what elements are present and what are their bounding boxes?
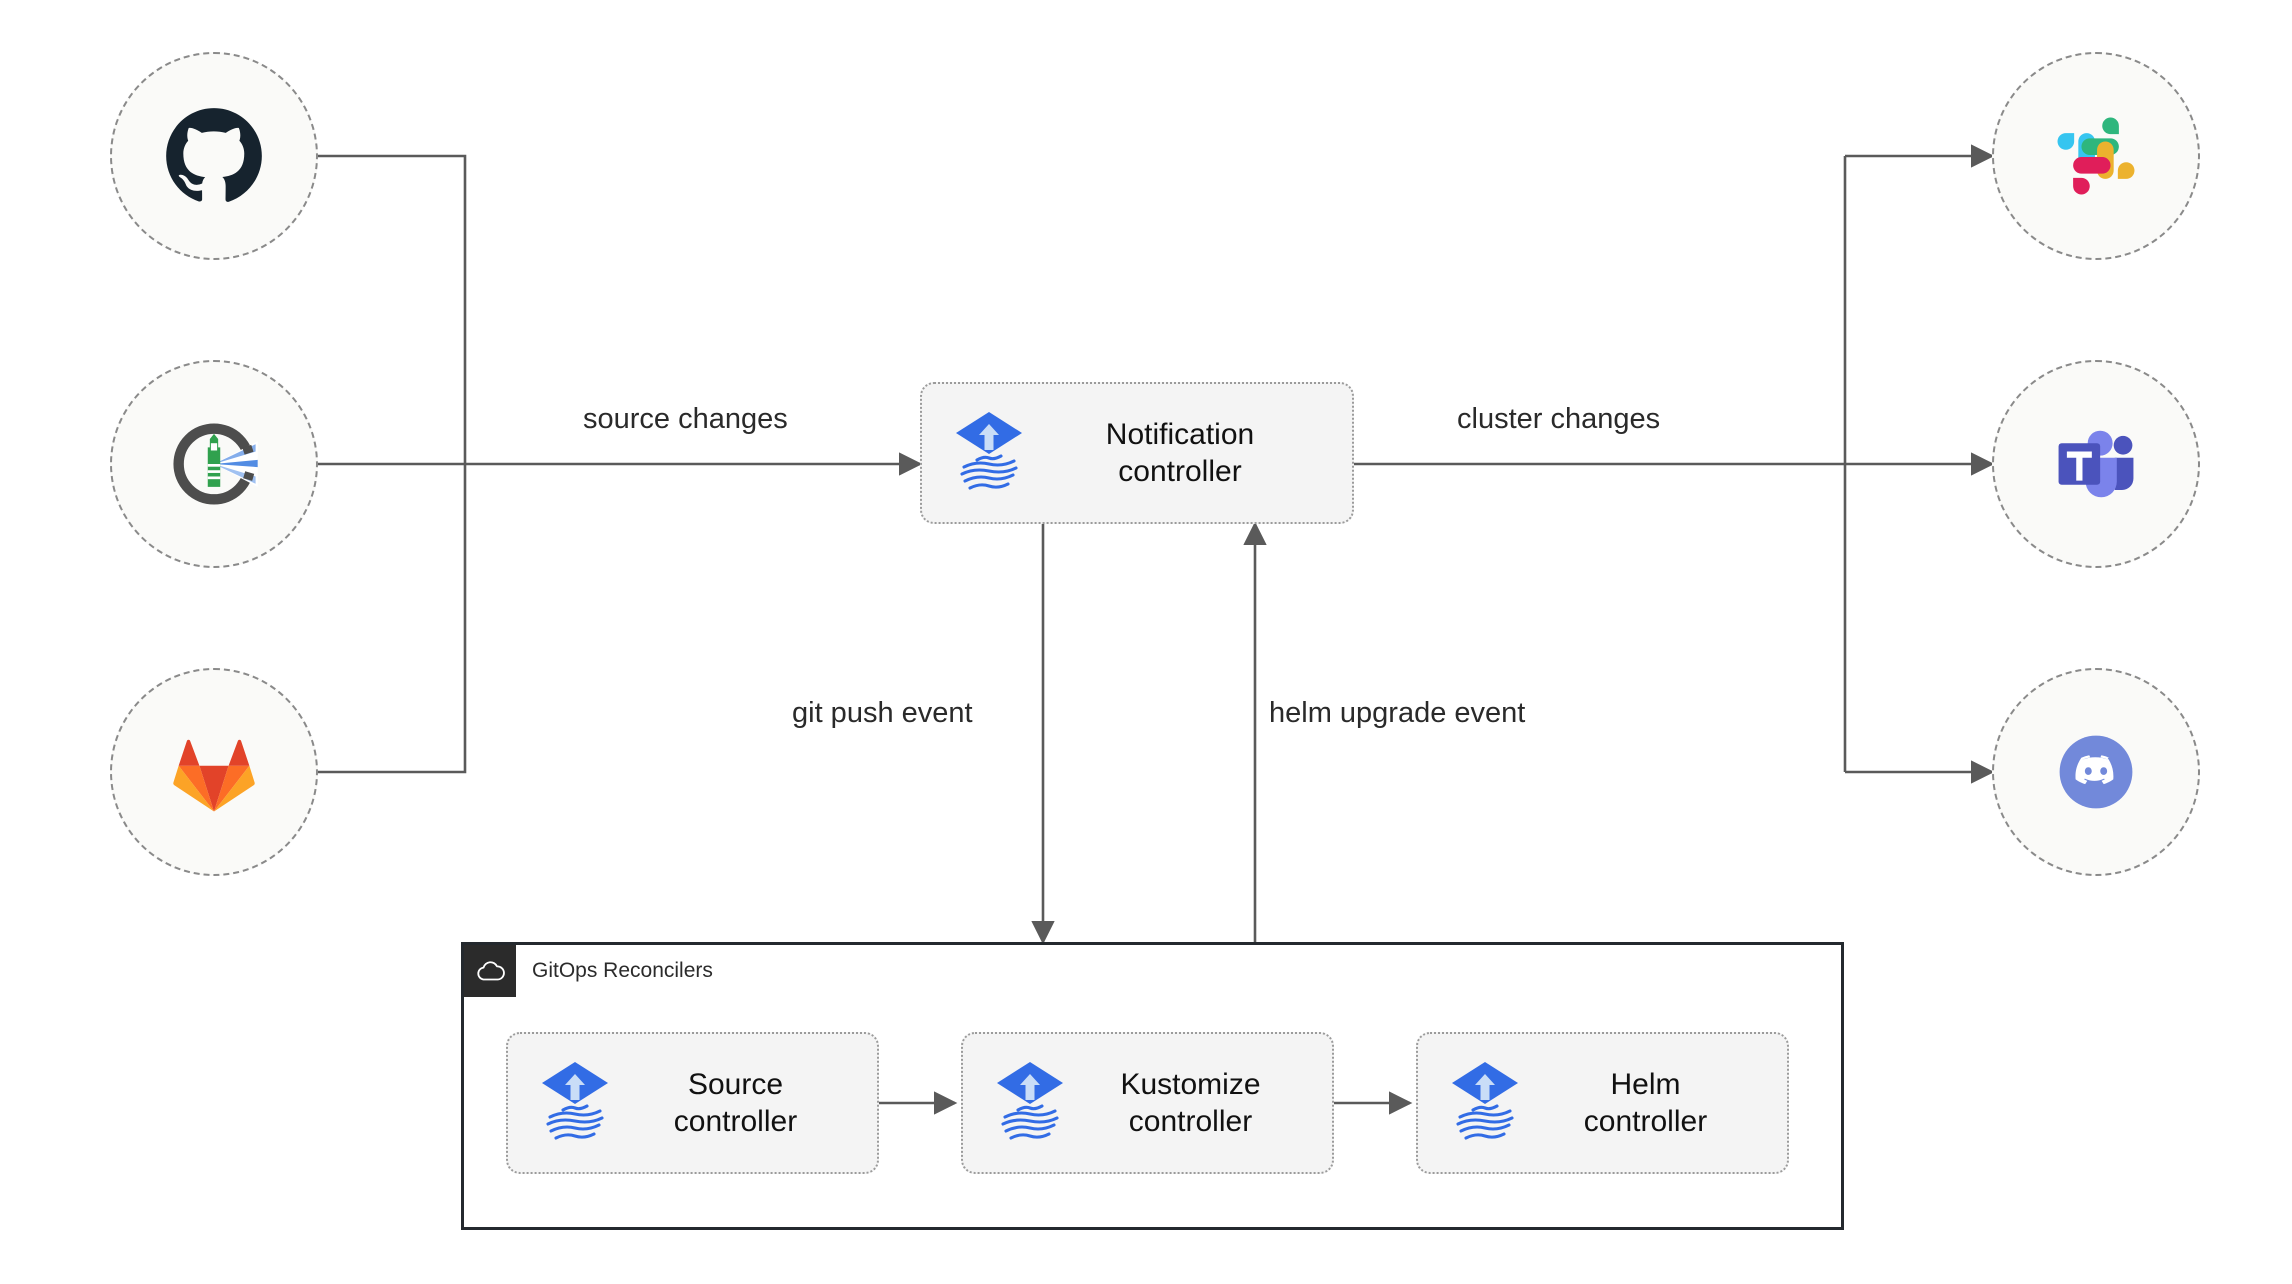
target-node-slack[interactable] [1992, 52, 2200, 260]
source-node-github[interactable] [110, 52, 318, 260]
cloud-icon [477, 961, 505, 981]
gitops-reconcilers-container[interactable]: GitOps Reconcilers [461, 942, 1844, 1230]
kustomize-controller-label: Kustomize controller [1120, 1067, 1261, 1139]
discord-icon [2059, 735, 2133, 809]
edge-label-git-push-event: git push event [784, 697, 981, 730]
target-node-teams[interactable] [1992, 360, 2200, 568]
notification-controller-box[interactable]: Notification controller [920, 382, 1354, 524]
source-node-flux[interactable] [110, 360, 318, 568]
flux-logo-icon [997, 1062, 1063, 1140]
edge-label-source-changes: source changes [575, 403, 796, 436]
notification-controller-label: Notification controller [1105, 417, 1255, 489]
source-controller-box[interactable]: Source controller [506, 1032, 879, 1174]
slack-icon [2057, 117, 2135, 195]
edge-label-cluster-changes: cluster changes [1449, 403, 1669, 436]
flux-lighthouse-icon [173, 423, 258, 505]
gitops-reconcilers-title: GitOps Reconcilers [532, 959, 713, 982]
source-node-gitlab[interactable] [110, 668, 318, 876]
flux-logo-icon [1452, 1062, 1518, 1140]
gitops-badge [464, 945, 516, 997]
source-controller-label: Source controller [673, 1067, 798, 1139]
flux-logo-icon [956, 412, 1022, 490]
helm-controller-box[interactable]: Helm controller [1416, 1032, 1789, 1174]
target-node-discord[interactable] [1992, 668, 2200, 876]
helm-controller-label: Helm controller [1583, 1067, 1708, 1139]
github-icon [166, 108, 262, 202]
gitlab-icon [173, 739, 255, 812]
edge-label-helm-upgrade-event: helm upgrade event [1261, 697, 1534, 730]
gitops-reconcilers-header: GitOps Reconcilers [464, 945, 713, 997]
wire-left-bus [318, 154, 467, 774]
microsoft-teams-icon [2058, 430, 2134, 498]
flux-logo-icon [542, 1062, 608, 1140]
kustomize-controller-box[interactable]: Kustomize controller [961, 1032, 1334, 1174]
